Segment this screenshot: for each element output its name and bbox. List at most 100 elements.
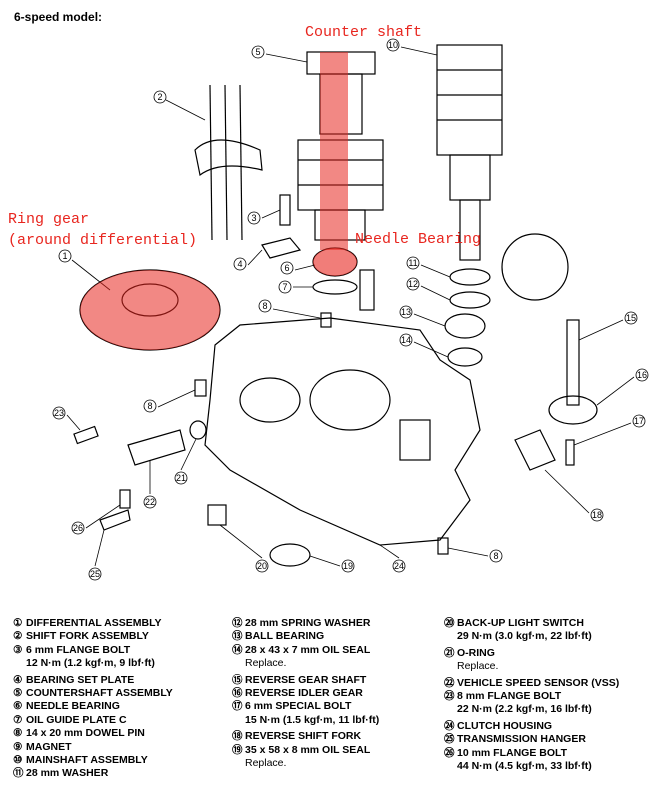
legend-number: ① bbox=[13, 617, 23, 629]
legend-number: ⑰ bbox=[232, 700, 243, 713]
callout-3: 3 bbox=[251, 213, 256, 223]
callout-25: 25 bbox=[90, 569, 100, 579]
annotation-ring-gear: Ring gear bbox=[8, 211, 90, 228]
callout-8: 8 bbox=[493, 551, 498, 561]
callout-12: 12 bbox=[408, 279, 418, 289]
callout-26: 26 bbox=[73, 523, 83, 533]
legend-label: OIL GUIDE PLATE C bbox=[26, 713, 127, 726]
callout-21: 21 bbox=[176, 473, 186, 483]
clutch-housing bbox=[204, 317, 481, 546]
legend-label: 8 mm FLANGE BOLT bbox=[457, 690, 562, 703]
legend-number: ㉖ bbox=[444, 746, 455, 759]
legend-note: Replace. bbox=[245, 657, 287, 670]
legend-torque: 12 N·m (1.2 kgf·m, 9 lbf·ft) bbox=[26, 657, 155, 670]
legend-label: TRANSMISSION HANGER bbox=[457, 733, 586, 746]
callout-14: 14 bbox=[401, 335, 411, 345]
callout-15: 15 bbox=[626, 313, 636, 323]
legend-number: ⑦ bbox=[13, 713, 23, 726]
legend-number: ㉑ bbox=[444, 646, 455, 659]
legend-number: ② bbox=[13, 630, 23, 643]
legend-number: ⑮ bbox=[232, 673, 243, 686]
legend-number: ⑩ bbox=[13, 754, 23, 767]
legend-number: ⑧ bbox=[13, 727, 23, 740]
legend-number: ④ bbox=[13, 673, 23, 686]
annotation-counter-shaft: Counter shaft bbox=[305, 24, 423, 41]
legend-number: ⑭ bbox=[232, 643, 243, 656]
legend-label: CLUTCH HOUSING bbox=[457, 719, 553, 732]
callout-24: 24 bbox=[394, 561, 404, 571]
legend-number: ③ bbox=[13, 643, 23, 656]
legend-number: ㉒ bbox=[444, 676, 455, 689]
legend-number: ⑨ bbox=[13, 740, 23, 753]
callout-4: 4 bbox=[237, 259, 242, 269]
callout-10: 10 bbox=[388, 40, 398, 50]
legend-torque: 22 N·m (2.2 kgf·m, 16 lbf·ft) bbox=[457, 703, 592, 716]
mainshaft-assembly bbox=[436, 44, 503, 261]
legend-label: REVERSE GEAR SHAFT bbox=[245, 673, 367, 686]
legend-label: 6 mm SPECIAL BOLT bbox=[245, 700, 352, 713]
legend-label: REVERSE IDLER GEAR bbox=[245, 687, 363, 700]
callout-7: 7 bbox=[282, 282, 287, 292]
legend-number: ㉔ bbox=[444, 719, 455, 732]
legend-label: 28 mm SPRING WASHER bbox=[245, 617, 371, 629]
legend-label: REVERSE SHIFT FORK bbox=[245, 730, 362, 743]
legend-number: ⑫ bbox=[232, 617, 243, 629]
shift-fork-assembly bbox=[194, 84, 263, 241]
legend-note: Replace. bbox=[245, 757, 287, 770]
diagram-title: 6-speed model: bbox=[14, 10, 103, 24]
legend-label: 6 mm FLANGE BOLT bbox=[26, 643, 131, 656]
callout-8: 8 bbox=[147, 401, 152, 411]
legend-number: ⑲ bbox=[232, 743, 243, 756]
legend-number: ⑤ bbox=[13, 687, 23, 700]
callout-2: 2 bbox=[157, 92, 162, 102]
ring-gear-highlight bbox=[80, 270, 220, 350]
callout-13: 13 bbox=[401, 307, 411, 317]
legend-label: 28 mm WASHER bbox=[26, 767, 109, 780]
callout-6: 6 bbox=[284, 263, 289, 273]
legend-number: ⑪ bbox=[13, 767, 24, 780]
legend-label: 14 x 20 mm DOWEL PIN bbox=[26, 727, 145, 740]
annotation-ring-gear-sub: (around differential) bbox=[8, 232, 198, 249]
legend-label: BALL BEARING bbox=[245, 630, 325, 643]
legend-number: ㉓ bbox=[444, 690, 455, 703]
callout-8: 8 bbox=[262, 301, 267, 311]
countershaft-highlight bbox=[320, 52, 348, 250]
legend-label: NEEDLE BEARING bbox=[26, 700, 120, 713]
legend-torque: 29 N·m (3.0 kgf·m, 22 lbf·ft) bbox=[457, 630, 592, 643]
callout-22: 22 bbox=[145, 497, 155, 507]
exploded-view-drawing: 1234567888101112131415161718192021222324… bbox=[52, 38, 649, 581]
legend-label: BACK-UP LIGHT SWITCH bbox=[457, 617, 584, 629]
callout-numbers bbox=[52, 38, 649, 581]
legend-number: ⑬ bbox=[232, 630, 243, 643]
legend-torque: 44 N·m (4.5 kgf·m, 33 lbf·ft) bbox=[457, 760, 592, 773]
legend-note: Replace. bbox=[457, 660, 499, 673]
legend-number: ⑥ bbox=[13, 700, 23, 713]
annotation-needle-bearing: Needle Bearing bbox=[355, 231, 482, 248]
callout-11: 11 bbox=[408, 258, 417, 268]
